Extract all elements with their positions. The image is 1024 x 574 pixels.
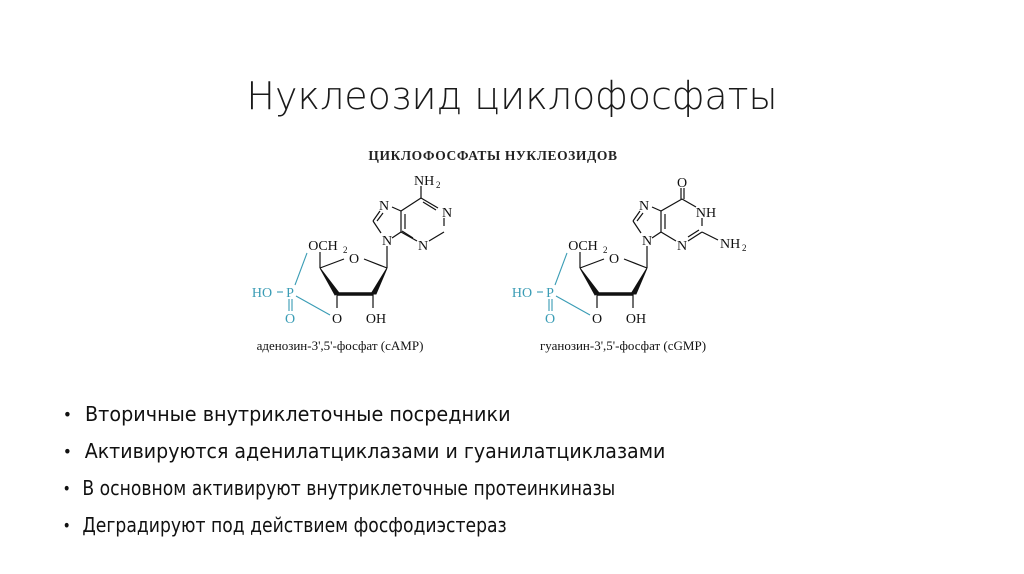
bullet-icon: •: [62, 516, 71, 535]
svg-text:2: 2: [742, 243, 747, 253]
svg-text:NH: NH: [720, 237, 740, 252]
cgmp-caption: гуанозин-3',5'-фосфат (cGMP): [540, 338, 706, 353]
svg-text:2: 2: [343, 245, 348, 255]
svg-text:NH: NH: [414, 174, 434, 189]
svg-text:O: O: [592, 312, 602, 327]
svg-text:O: O: [545, 312, 555, 327]
svg-text:HO: HO: [512, 286, 532, 301]
svg-text:P: P: [546, 286, 554, 301]
slide-title: Нуклеозид циклофосфаты: [246, 74, 778, 118]
bullet-icon: •: [62, 479, 71, 498]
svg-text:O: O: [332, 312, 342, 327]
svg-text:2: 2: [603, 245, 608, 255]
svg-text:NH: NH: [696, 206, 716, 221]
bullet-item: •Вторичные внутриклеточные посредники: [60, 396, 680, 433]
bullet-item: •В основном активируют внутриклеточные п…: [60, 470, 616, 507]
svg-text:HO: HO: [252, 286, 272, 301]
svg-text:OCH: OCH: [568, 239, 598, 254]
svg-text:N: N: [382, 234, 392, 249]
bullet-item: •Деградируют под действием фосфодиэстера…: [60, 507, 615, 544]
svg-text:N: N: [418, 239, 428, 254]
svg-text:O: O: [609, 252, 619, 267]
bullet-icon: •: [62, 405, 72, 424]
svg-text:O: O: [677, 176, 687, 191]
svg-text:OCH: OCH: [308, 239, 338, 254]
bullet-list: •Вторичные внутриклеточные посредники •А…: [60, 396, 706, 544]
svg-text:OH: OH: [626, 312, 646, 327]
svg-text:N: N: [379, 199, 389, 214]
camp-caption: аденозин-3',5'-фосфат (cAMP): [257, 338, 424, 353]
bullet-item: •Активируются аденилатциклазами и гуанил…: [60, 433, 673, 470]
cgmp-structure: O NH N N N NH 2 OCH 2 O O OH HO: [512, 176, 747, 353]
figure-heading: ЦИКЛОФОСФАТЫ НУКЛЕОЗИДОВ: [368, 148, 617, 163]
svg-text:N: N: [442, 206, 452, 221]
svg-text:N: N: [677, 239, 687, 254]
svg-text:O: O: [285, 312, 295, 327]
svg-text:P: P: [286, 286, 294, 301]
svg-text:OH: OH: [366, 312, 386, 327]
svg-text:N: N: [639, 199, 649, 214]
camp-structure: N N N N NH 2 OCH 2 O O OH: [252, 174, 452, 353]
svg-text:N: N: [642, 234, 652, 249]
bullet-icon: •: [62, 442, 72, 461]
svg-text:2: 2: [436, 180, 441, 190]
svg-text:O: O: [349, 252, 359, 267]
